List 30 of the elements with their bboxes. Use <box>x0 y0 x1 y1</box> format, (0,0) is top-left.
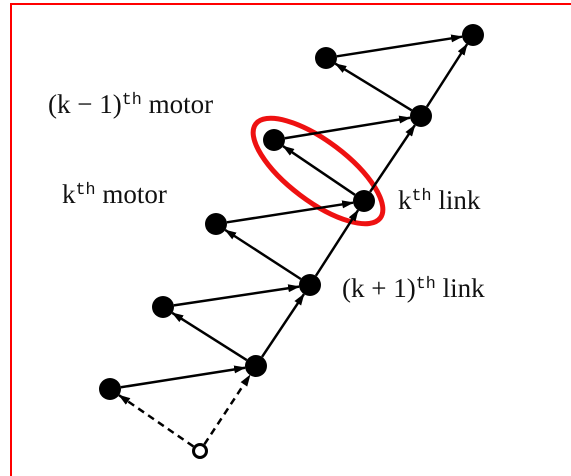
arrow <box>174 284 300 307</box>
joint-dot <box>353 190 375 212</box>
arrow <box>226 200 354 224</box>
arrow <box>118 394 194 448</box>
joint-dot <box>99 378 121 400</box>
arrow <box>369 124 416 193</box>
arrow <box>171 312 248 362</box>
joint-dot <box>205 213 227 235</box>
arrow <box>224 228 302 280</box>
joint-dot <box>152 296 174 318</box>
base-joint <box>192 443 208 459</box>
arrow <box>261 293 305 358</box>
arrow <box>336 34 464 58</box>
arrow <box>426 43 468 108</box>
joint-dot <box>315 47 337 69</box>
arrow <box>203 374 251 445</box>
part-label: (k + 1)$^{th}$ link <box>342 272 485 304</box>
arrow <box>282 145 356 196</box>
joint-dot <box>299 274 321 296</box>
part-label: k$^{th}$ link <box>398 184 480 216</box>
arrow <box>334 62 412 112</box>
joint-dot <box>462 24 484 46</box>
part-label: (k − 1)$^{th}$ motor <box>48 88 214 120</box>
joint-dot <box>410 105 432 127</box>
arrow <box>284 116 412 140</box>
joint-dot <box>263 129 285 151</box>
joint-dot <box>245 355 267 377</box>
arrow <box>314 209 360 276</box>
arrow <box>120 365 246 389</box>
part-label: k$^{th}$ motor <box>62 178 167 210</box>
